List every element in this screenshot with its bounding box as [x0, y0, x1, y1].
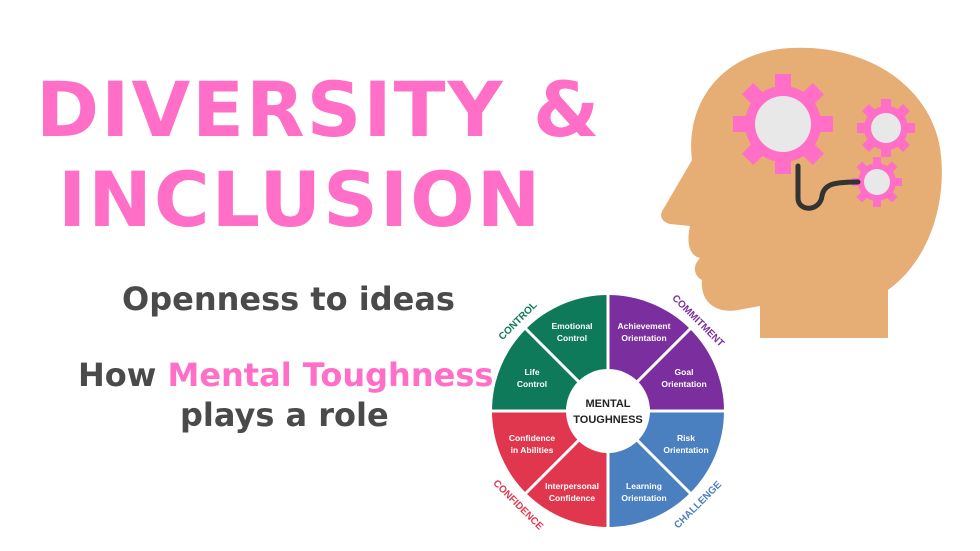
subtitle-openness: Openness to ideas [122, 280, 455, 318]
gear-small-bottom-icon [852, 157, 902, 207]
emotional-control-1: Emotional [551, 321, 592, 331]
subtitle-highlight: Mental Toughness [167, 356, 494, 394]
wheel-center [566, 369, 650, 453]
risk-2: Orientation [663, 445, 708, 455]
achievement-2: Orientation [621, 333, 666, 343]
conf-abilities-1: Confidence [509, 433, 556, 443]
subtitle-role: plays a role [180, 396, 389, 434]
life-control-1: Life [524, 367, 539, 377]
emotional-control-2: Control [557, 333, 587, 343]
title-line-1: DIVERSITY & [36, 65, 602, 154]
learning-2: Orientation [621, 493, 666, 503]
interpersonal-1: Interpersonal [545, 481, 599, 491]
brain-connector [795, 163, 861, 211]
title-line-2: INCLUSION [58, 155, 543, 244]
goal-2: Orientation [661, 379, 706, 389]
risk-1: Risk [677, 433, 695, 443]
achievement-1: Achievement [618, 321, 671, 331]
learning-1: Learning [626, 481, 662, 491]
center-label-1: MENTAL [585, 398, 630, 410]
life-control-2: Control [517, 379, 547, 389]
goal-1: Goal [675, 367, 694, 377]
conf-abilities-2: in Abilities [511, 445, 554, 455]
interpersonal-2: Confidence [549, 493, 596, 503]
subtitle-mental-toughness: How Mental Toughness [78, 356, 493, 394]
center-label-2: TOUGHNESS [573, 414, 642, 426]
subtitle-prefix: How [78, 356, 168, 394]
